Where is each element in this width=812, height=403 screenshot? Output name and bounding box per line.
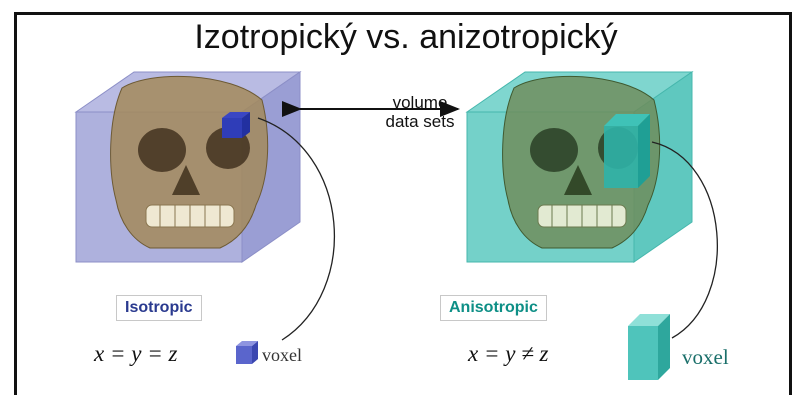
isotropic-badge: Isotropic: [116, 295, 202, 321]
isotropic-equation: x = y = z: [94, 341, 177, 367]
skull-image-left: [111, 76, 268, 248]
isotropic-voxel-highlight: [222, 112, 250, 138]
anisotropic-badge: Anisotropic: [440, 295, 547, 321]
isotropic-voxel-icon: [236, 341, 258, 364]
anisotropic-voxel-label: voxel: [682, 345, 729, 370]
arrow-label-line1: volume: [340, 93, 500, 112]
isotropic-voxel-label: voxel: [262, 345, 302, 366]
arrow-label: volume data sets: [340, 93, 500, 131]
arrow-label-line2: data sets: [340, 112, 500, 131]
anisotropic-voxel-highlight: [604, 114, 650, 188]
anisotropic-equation: x = y ≠ z: [468, 341, 549, 367]
anisotropic-voxel-icon: [628, 314, 670, 380]
